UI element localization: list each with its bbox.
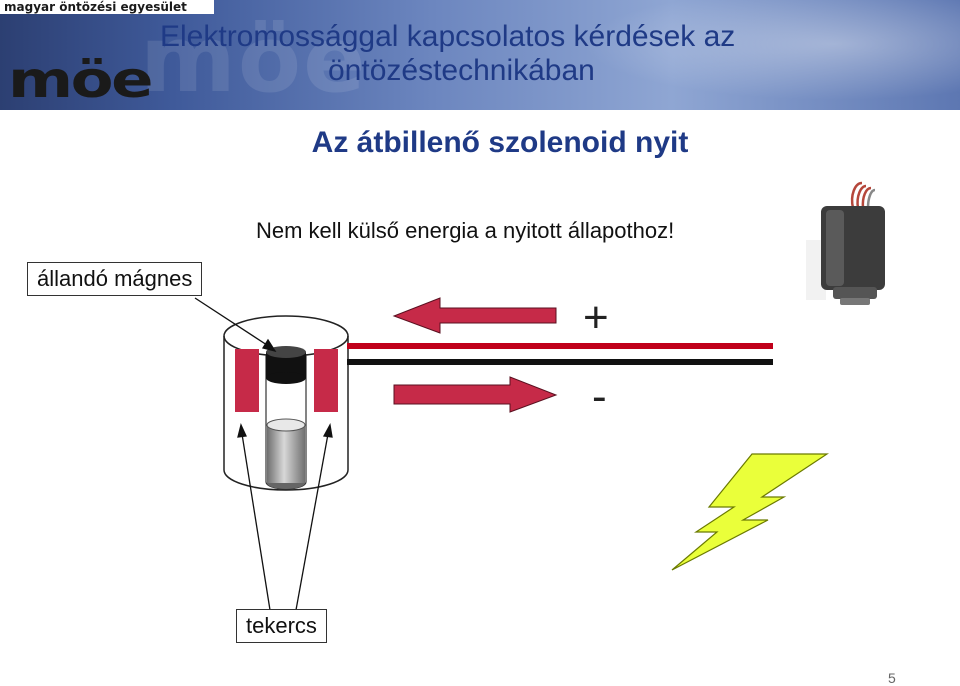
arrow-left <box>392 297 557 334</box>
lightning-bolt-icon <box>671 453 829 571</box>
organization-logo: möe <box>8 51 153 109</box>
title-line-1: Elektromossággal kapcsolatos kérdések az <box>160 20 736 53</box>
magnet-label: állandó mágnes <box>27 262 203 296</box>
permanent-magnet <box>266 346 306 384</box>
energy-note: Nem kell külső energia a nyitott állapot… <box>256 218 675 243</box>
water-splash-decoration <box>540 0 960 110</box>
slide-header: möe magyar öntözési egyesület möe Elektr… <box>0 0 960 110</box>
power-wires <box>347 343 773 365</box>
positive-sign: + <box>583 293 609 342</box>
title-line-2: öntözéstechnikában <box>328 54 595 87</box>
slide-title: Elektromossággal kapcsolatos kérdések az… <box>160 20 860 88</box>
solenoid-coil-assembly <box>223 315 349 491</box>
coil-winding-left <box>235 349 259 412</box>
coil-winding-right <box>314 349 338 412</box>
organization-name: magyar öntözési egyesület <box>0 0 214 14</box>
coil-label: tekercs <box>236 609 327 643</box>
arrow-right <box>393 376 558 413</box>
header-watermark: möe <box>140 6 368 110</box>
solenoid-device-icon <box>806 181 885 305</box>
page-number: 5 <box>888 670 896 686</box>
slide-subtitle: Az átbillenő szolenoid nyit <box>311 126 689 159</box>
plunger <box>266 418 306 489</box>
current-direction-arrows <box>392 297 558 413</box>
label-pointers <box>194 297 333 611</box>
negative-sign: - <box>592 372 607 421</box>
